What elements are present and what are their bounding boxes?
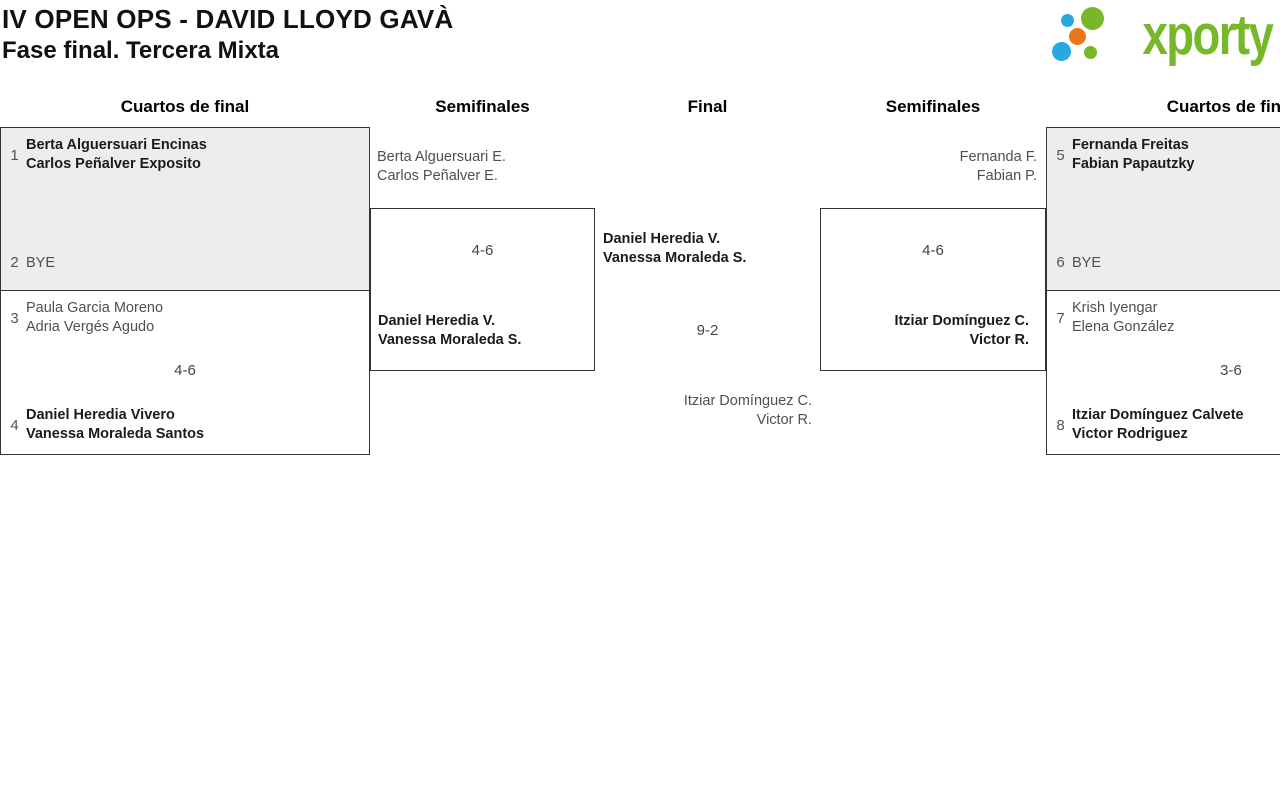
team-entry: 3 Paula Garcia Moreno Adria Vergés Agudo: [9, 299, 163, 337]
team-entry: 6 BYE: [1055, 254, 1101, 271]
seed-number: 1: [10, 146, 19, 164]
round-header-quarterfinals-left: Cuartos de final: [120, 97, 250, 116]
round-header-semifinals-left: Semifinales: [435, 97, 530, 116]
player-name: Itziar Domínguez Calvete: [1072, 407, 1244, 423]
team-entry: 4 Daniel Heredia Vivero Vanessa Moraleda…: [9, 406, 204, 444]
player-name: Fabian Papautzky: [1072, 156, 1195, 172]
player-name: Krish Iyengar: [1072, 300, 1158, 316]
seed-number: 6: [1056, 254, 1065, 271]
logo-wordmark: xporty: [1142, 3, 1273, 67]
player-name: Daniel Heredia V.: [378, 313, 496, 329]
team-entry: Berta Alguersuari E. Carlos Peñalver E.: [377, 148, 506, 186]
team-entry: 1 Berta Alguersuari Encinas Carlos Peñal…: [9, 136, 207, 174]
player-name: Fernanda F.: [959, 149, 1037, 165]
match-score: 4-6: [471, 242, 494, 259]
player-name: Itziar Domínguez C.: [683, 393, 812, 409]
bye-label: BYE: [26, 254, 56, 271]
player-name: Vanessa Moraleda S.: [378, 332, 522, 348]
bye-label: BYE: [1072, 254, 1102, 271]
team-entry: Daniel Heredia V. Vanessa Moraleda S.: [603, 230, 746, 268]
page-title: IV OPEN OPS - DAVID LLOYD GAVÀ: [2, 4, 454, 34]
match-box-qf-right-1: 5 Fernanda Freitas Fabian Papautzky 6 BY…: [1046, 127, 1280, 291]
team-entry: Itziar Domínguez C. Victor R.: [821, 312, 1029, 350]
player-name: Victor R.: [969, 332, 1029, 348]
match-score: 3-6: [1220, 362, 1242, 379]
logo-dot-icon: [1081, 7, 1104, 30]
seed-number: 3: [10, 309, 19, 327]
match-score: 9-2: [696, 322, 719, 339]
player-name: Daniel Heredia Vivero: [26, 407, 175, 423]
team-entry: 7 Krish Iyengar Elena González: [1055, 299, 1174, 337]
match-box-sf-right: 4-6 Itziar Domínguez C. Victor R.: [820, 208, 1046, 371]
player-name: Carlos Peñalver E.: [377, 168, 498, 184]
seed-number: 8: [1056, 416, 1065, 434]
team-entry: 2 BYE: [9, 254, 55, 271]
seed-number: 7: [1056, 309, 1065, 327]
team-entry: Fernanda F. Fabian P.: [820, 148, 1037, 186]
xporty-logo[interactable]: xporty: [1046, 0, 1276, 78]
match-box-qf-right-2: 7 Krish Iyengar Elena González 3-6 8 Itz…: [1046, 290, 1280, 455]
player-name: Itziar Domínguez C.: [894, 313, 1029, 329]
player-name: Berta Alguersuari E.: [377, 149, 506, 165]
match-score: 4-6: [922, 242, 944, 259]
player-name: Paula Garcia Moreno: [26, 300, 164, 316]
seed-number: 4: [10, 416, 19, 434]
player-name: Victor Rodriguez: [1072, 426, 1188, 442]
player-name: Victor R.: [756, 412, 812, 428]
page-subtitle: Fase final. Tercera Mixta: [2, 37, 280, 64]
player-name: Vanessa Moraleda S.: [603, 250, 747, 266]
player-name: Adria Vergés Agudo: [26, 319, 155, 335]
logo-dot-icon: [1084, 46, 1097, 59]
player-name: Daniel Heredia V.: [603, 231, 721, 247]
logo-dot-icon: [1061, 14, 1074, 27]
team-entry: Daniel Heredia V. Vanessa Moraleda S.: [378, 312, 521, 350]
player-name: Berta Alguersuari Encinas: [26, 137, 207, 153]
player-name: Fabian P.: [976, 168, 1037, 184]
team-entry: Itziar Domínguez C. Victor R.: [595, 392, 812, 430]
match-score: 4-6: [174, 362, 196, 379]
match-box-qf-left-2: 3 Paula Garcia Moreno Adria Vergés Agudo…: [0, 290, 370, 455]
round-header-semifinals-right: Semifinales: [885, 97, 981, 116]
match-box-sf-left: 4-6 Daniel Heredia V. Vanessa Moraleda S…: [370, 208, 595, 371]
seed-number: 2: [10, 254, 19, 271]
round-header-final: Final: [687, 97, 728, 116]
player-name: Fernanda Freitas: [1072, 137, 1189, 153]
player-name: Carlos Peñalver Exposito: [26, 156, 201, 172]
team-entry: 8 Itziar Domínguez Calvete Victor Rodrig…: [1055, 406, 1244, 444]
player-name: Elena González: [1072, 319, 1175, 335]
logo-dot-icon: [1069, 28, 1086, 45]
team-entry: 5 Fernanda Freitas Fabian Papautzky: [1055, 136, 1194, 174]
player-name: Vanessa Moraleda Santos: [26, 426, 205, 442]
match-box-qf-left-1: 1 Berta Alguersuari Encinas Carlos Peñal…: [0, 127, 370, 291]
logo-dot-icon: [1052, 42, 1071, 61]
seed-number: 5: [1056, 146, 1065, 164]
round-header-quarterfinals-right: Cuartos de final: [1166, 97, 1280, 116]
